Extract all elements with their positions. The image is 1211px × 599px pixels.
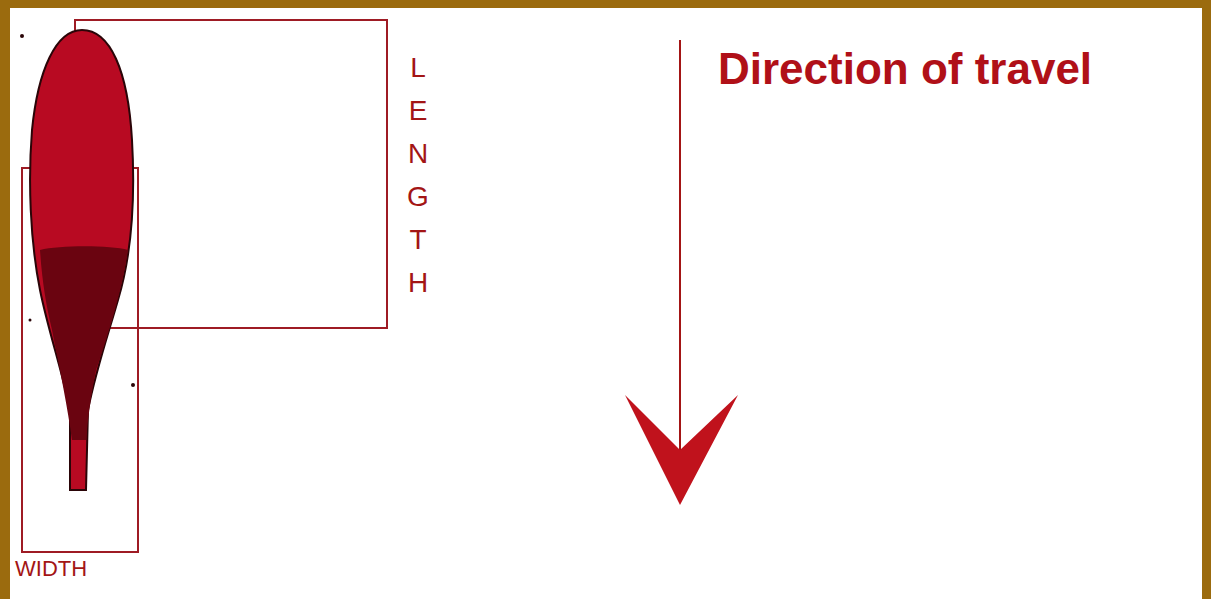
- direction-arrowhead: [625, 395, 738, 505]
- direction-arrow-shaft: [679, 40, 681, 470]
- blood-drop: [30, 30, 133, 490]
- length-label: LENGTH: [404, 46, 432, 304]
- page-ground: [10, 8, 1202, 599]
- blood-drop-shadow: [40, 246, 128, 440]
- width-label: WIDTH: [15, 557, 87, 581]
- direction-label: Direction of travel: [718, 44, 1092, 95]
